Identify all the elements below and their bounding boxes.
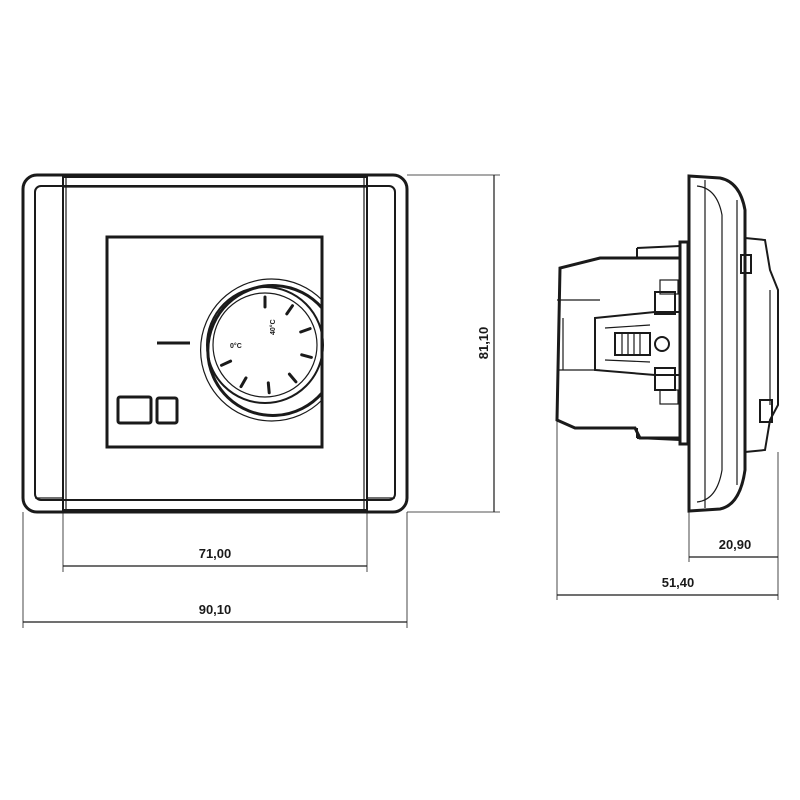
dial-face bbox=[212, 292, 318, 398]
dim-total-depth: 51,40 bbox=[662, 575, 695, 590]
side-knob-tab bbox=[740, 254, 752, 274]
dial-max-label: 40°C bbox=[269, 319, 277, 335]
thermostat-plate bbox=[105, 235, 324, 449]
outer-frame-inner-edge bbox=[34, 185, 396, 501]
dial-outer-ring-thin bbox=[199, 278, 323, 422]
dim-height: 81,10 bbox=[476, 327, 491, 360]
side-cover-inner bbox=[696, 185, 723, 503]
side-view: 20,90 51,40 bbox=[555, 174, 779, 600]
side-knob bbox=[744, 237, 779, 453]
outer-frame bbox=[21, 173, 409, 514]
terminal-block bbox=[594, 279, 681, 405]
dial-ticks bbox=[220, 295, 313, 395]
side-body bbox=[555, 256, 680, 440]
side-mounting-plate bbox=[678, 240, 690, 446]
side-mounting-bracket bbox=[636, 245, 681, 441]
dial-tick bbox=[239, 376, 248, 389]
dim-inner-width: 71,00 bbox=[199, 546, 232, 561]
dial-unit-label: 0°C bbox=[230, 342, 242, 350]
side-cover-profile bbox=[687, 174, 747, 513]
dim-front-depth: 20,90 bbox=[719, 537, 752, 552]
dial-tick bbox=[287, 372, 298, 384]
dim-outer-width: 90,10 bbox=[199, 602, 232, 617]
front-dimensions: 71,00 90,10 81,10 bbox=[22, 174, 500, 628]
dial-tick bbox=[299, 327, 312, 334]
dial-tick bbox=[220, 359, 233, 367]
dial-tick bbox=[266, 381, 271, 395]
front-view: 0°C 40°C bbox=[21, 173, 409, 514]
side-knob-tab2 bbox=[759, 399, 773, 423]
center-cover bbox=[62, 176, 368, 511]
indicator-led bbox=[155, 396, 179, 425]
dial-knob[interactable] bbox=[206, 286, 324, 404]
dial-tick bbox=[285, 304, 294, 316]
temperature-dial[interactable]: 0°C 40°C bbox=[199, 278, 324, 422]
mode-switch-button[interactable] bbox=[116, 395, 153, 425]
dial-tick bbox=[300, 353, 313, 359]
